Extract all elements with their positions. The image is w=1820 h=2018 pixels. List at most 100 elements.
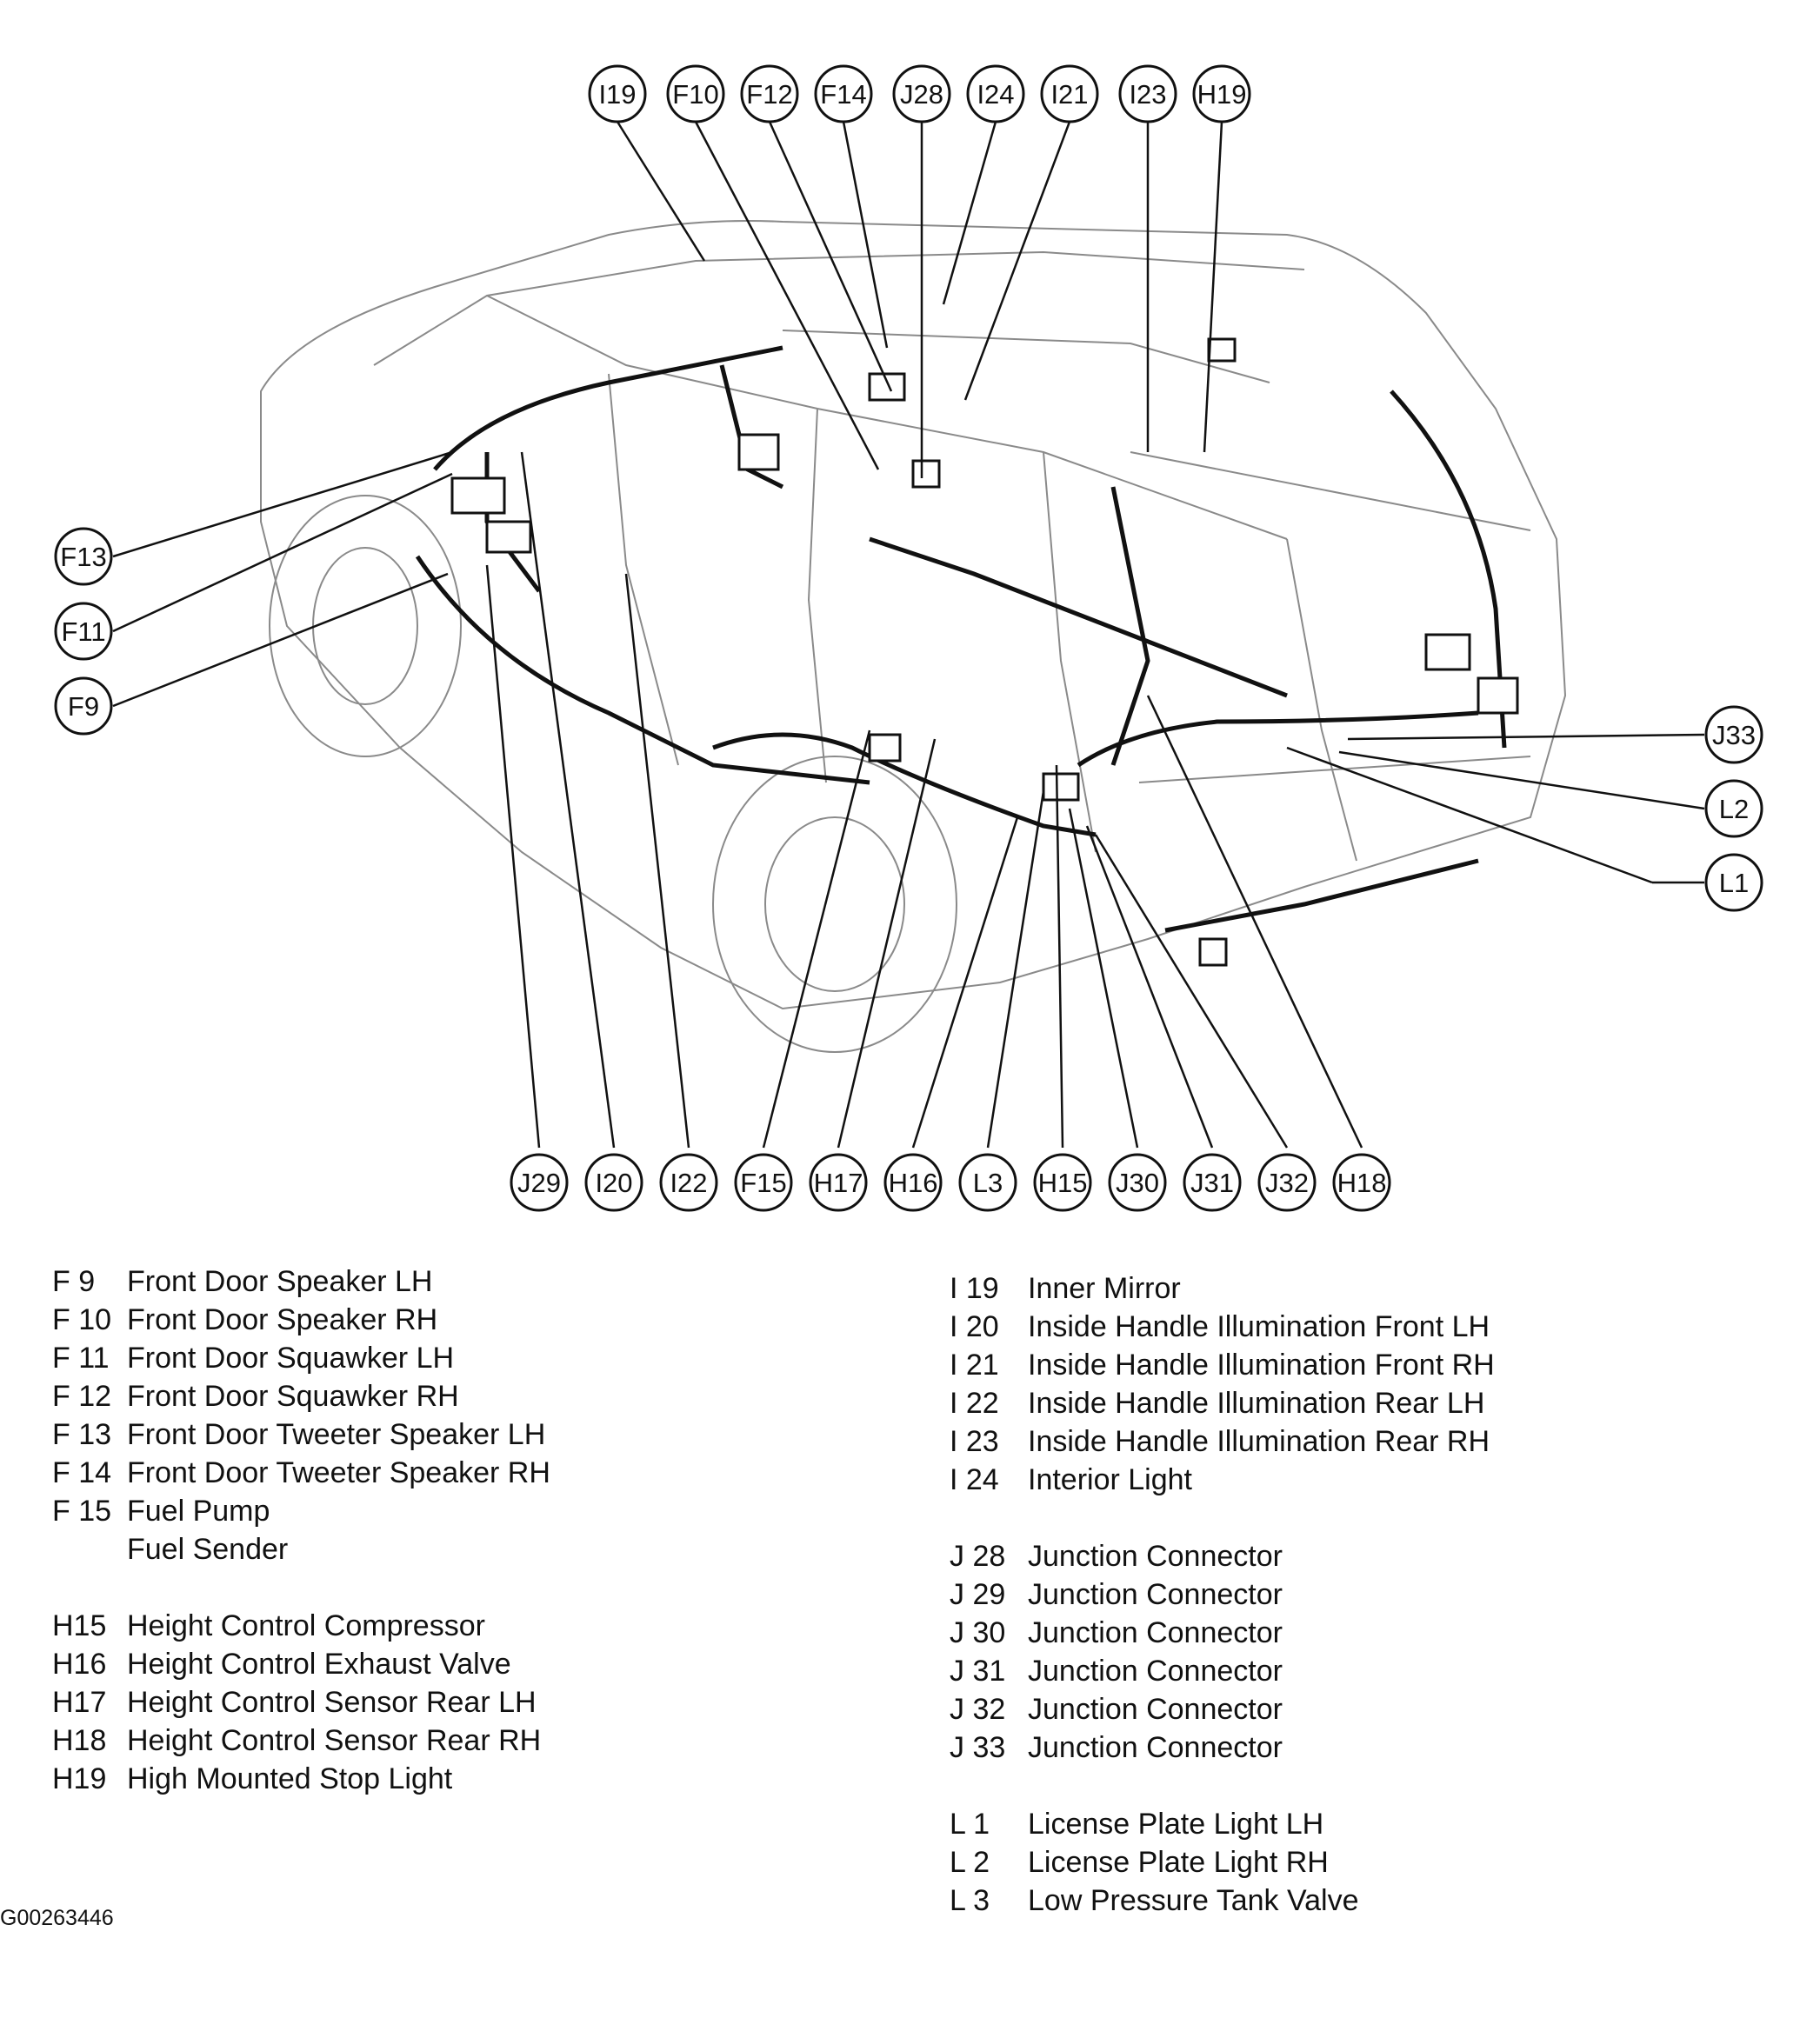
legend-label: Junction Connector bbox=[1028, 1540, 1283, 1573]
callout-l3: L3 bbox=[958, 1153, 1017, 1212]
callout-f13: F13 bbox=[54, 527, 113, 586]
callout-i24: I24 bbox=[966, 64, 1025, 123]
callout-label: I23 bbox=[1129, 79, 1166, 110]
legend-label: Inside Handle Illumination Front LH bbox=[1028, 1310, 1490, 1343]
callout-f15: F15 bbox=[734, 1153, 793, 1212]
legend-label: Height Control Exhaust Valve bbox=[127, 1648, 511, 1681]
callout-f14: F14 bbox=[814, 64, 873, 123]
legend-label: Front Door Tweeter Speaker LH bbox=[127, 1418, 546, 1451]
callout-label: F12 bbox=[746, 79, 792, 110]
legend-label: Fuel Sender bbox=[127, 1533, 289, 1566]
callout-h15: H15 bbox=[1033, 1153, 1092, 1212]
vehicle-wiring-diagram: I19 F10 F12 F14 J28 I24 I21 I23 H19 F13 … bbox=[54, 64, 1763, 1212]
legend-code: J 30 bbox=[950, 1616, 1006, 1649]
callout-label: J32 bbox=[1265, 1168, 1309, 1198]
callout-label: H19 bbox=[1197, 79, 1247, 110]
legend-code: J 33 bbox=[950, 1731, 1006, 1764]
legend-label: Inside Handle Illumination Rear LH bbox=[1028, 1387, 1485, 1420]
legend-code: F 11 bbox=[52, 1342, 110, 1375]
callout-j32: J32 bbox=[1257, 1153, 1317, 1212]
callout-label: F15 bbox=[740, 1168, 786, 1198]
legend-label: Junction Connector bbox=[1028, 1731, 1283, 1764]
callout-j29: J29 bbox=[510, 1153, 569, 1212]
callout-label: F9 bbox=[68, 691, 99, 722]
legend-label: Interior Light bbox=[1028, 1463, 1192, 1496]
callout-label: I24 bbox=[977, 79, 1014, 110]
callout-label: H18 bbox=[1337, 1168, 1387, 1198]
callout-label: H16 bbox=[889, 1168, 938, 1198]
callout-f11: F11 bbox=[54, 602, 113, 661]
legend-label: Height Control Sensor Rear LH bbox=[127, 1686, 537, 1719]
callout-f10: F10 bbox=[666, 64, 725, 123]
callout-l1: L1 bbox=[1704, 853, 1763, 912]
callout-label: F13 bbox=[60, 542, 106, 572]
image-reference-code: G00263446 bbox=[0, 1906, 114, 1930]
legend-code: I 20 bbox=[950, 1310, 999, 1343]
vehicle-body-outline bbox=[260, 220, 1567, 1053]
callout-j28: J28 bbox=[892, 64, 951, 123]
top-callouts: I19 F10 F12 F14 J28 I24 I21 I23 H19 bbox=[588, 64, 1251, 123]
callout-label: J33 bbox=[1712, 720, 1756, 750]
legend-label: Front Door Speaker LH bbox=[127, 1265, 433, 1298]
legend-label: Fuel Pump bbox=[127, 1495, 270, 1528]
callout-label: L2 bbox=[1719, 794, 1749, 824]
legend-label: License Plate Light RH bbox=[1028, 1846, 1329, 1879]
legend-code: H15 bbox=[52, 1609, 107, 1642]
legend-label: Inner Mirror bbox=[1028, 1272, 1181, 1305]
legend-label: Junction Connector bbox=[1028, 1616, 1283, 1649]
legend-code: J 31 bbox=[950, 1655, 1006, 1688]
callout-label: H15 bbox=[1038, 1168, 1088, 1198]
legend-label: Front Door Squawker RH bbox=[127, 1380, 459, 1413]
legend-code: H16 bbox=[52, 1648, 107, 1681]
callout-label: F11 bbox=[61, 616, 105, 647]
callout-l2: L2 bbox=[1704, 779, 1763, 838]
legend-code: L 2 bbox=[950, 1846, 990, 1879]
callout-i20: I20 bbox=[584, 1153, 643, 1212]
callout-label: I19 bbox=[598, 79, 636, 110]
legend-code: F 14 bbox=[52, 1456, 112, 1489]
callout-label: J29 bbox=[517, 1168, 561, 1198]
callout-h19: H19 bbox=[1192, 64, 1251, 123]
callout-label: I22 bbox=[670, 1168, 707, 1198]
left-callouts: F13 F11 F9 bbox=[54, 527, 113, 736]
legend-code: F 10 bbox=[52, 1303, 112, 1336]
legend-label: Inside Handle Illumination Front RH bbox=[1028, 1349, 1495, 1382]
legend-label: License Plate Light LH bbox=[1028, 1808, 1324, 1841]
callout-h18: H18 bbox=[1332, 1153, 1391, 1212]
legend-label: Front Door Squawker LH bbox=[127, 1342, 455, 1375]
callout-label: F10 bbox=[672, 79, 718, 110]
callout-i21: I21 bbox=[1040, 64, 1099, 123]
callout-i23: I23 bbox=[1118, 64, 1177, 123]
callout-label: L3 bbox=[973, 1168, 1003, 1198]
legend-code: I 22 bbox=[950, 1387, 999, 1420]
legend-label: Junction Connector bbox=[1028, 1655, 1283, 1688]
legend-label: Height Control Compressor bbox=[127, 1609, 485, 1642]
callout-label: F14 bbox=[820, 79, 866, 110]
legend-code: I 24 bbox=[950, 1463, 999, 1496]
callout-label: I21 bbox=[1050, 79, 1088, 110]
callout-j31: J31 bbox=[1183, 1153, 1242, 1212]
callout-f9: F9 bbox=[54, 676, 113, 736]
legend-code: H17 bbox=[52, 1686, 107, 1719]
legend-code: L 1 bbox=[950, 1808, 990, 1841]
wiring-harness bbox=[415, 345, 1507, 933]
bottom-callouts: J29 I20 I22 F15 H17 H16 L3 H15 J30 J31 J… bbox=[510, 1153, 1391, 1212]
callout-label: J31 bbox=[1190, 1168, 1234, 1198]
callout-j30: J30 bbox=[1108, 1153, 1167, 1212]
legend-code: F 9 bbox=[52, 1265, 96, 1298]
legend-label: Front Door Tweeter Speaker RH bbox=[127, 1456, 550, 1489]
callout-label: J28 bbox=[900, 79, 943, 110]
legend-code: H18 bbox=[52, 1724, 107, 1757]
legend-label: Junction Connector bbox=[1028, 1693, 1283, 1726]
legend-label: Low Pressure Tank Valve bbox=[1028, 1884, 1359, 1917]
legend-code: I 21 bbox=[950, 1349, 999, 1382]
legend-code: J 28 bbox=[950, 1540, 1006, 1573]
legend-label: Junction Connector bbox=[1028, 1578, 1283, 1611]
legend-label: Front Door Speaker RH bbox=[127, 1303, 438, 1336]
callout-label: H17 bbox=[814, 1168, 863, 1198]
callout-label: J30 bbox=[1116, 1168, 1159, 1198]
legend-label: High Mounted Stop Light bbox=[127, 1762, 453, 1795]
legend-code: J 32 bbox=[950, 1693, 1006, 1726]
callout-label: I20 bbox=[595, 1168, 632, 1198]
